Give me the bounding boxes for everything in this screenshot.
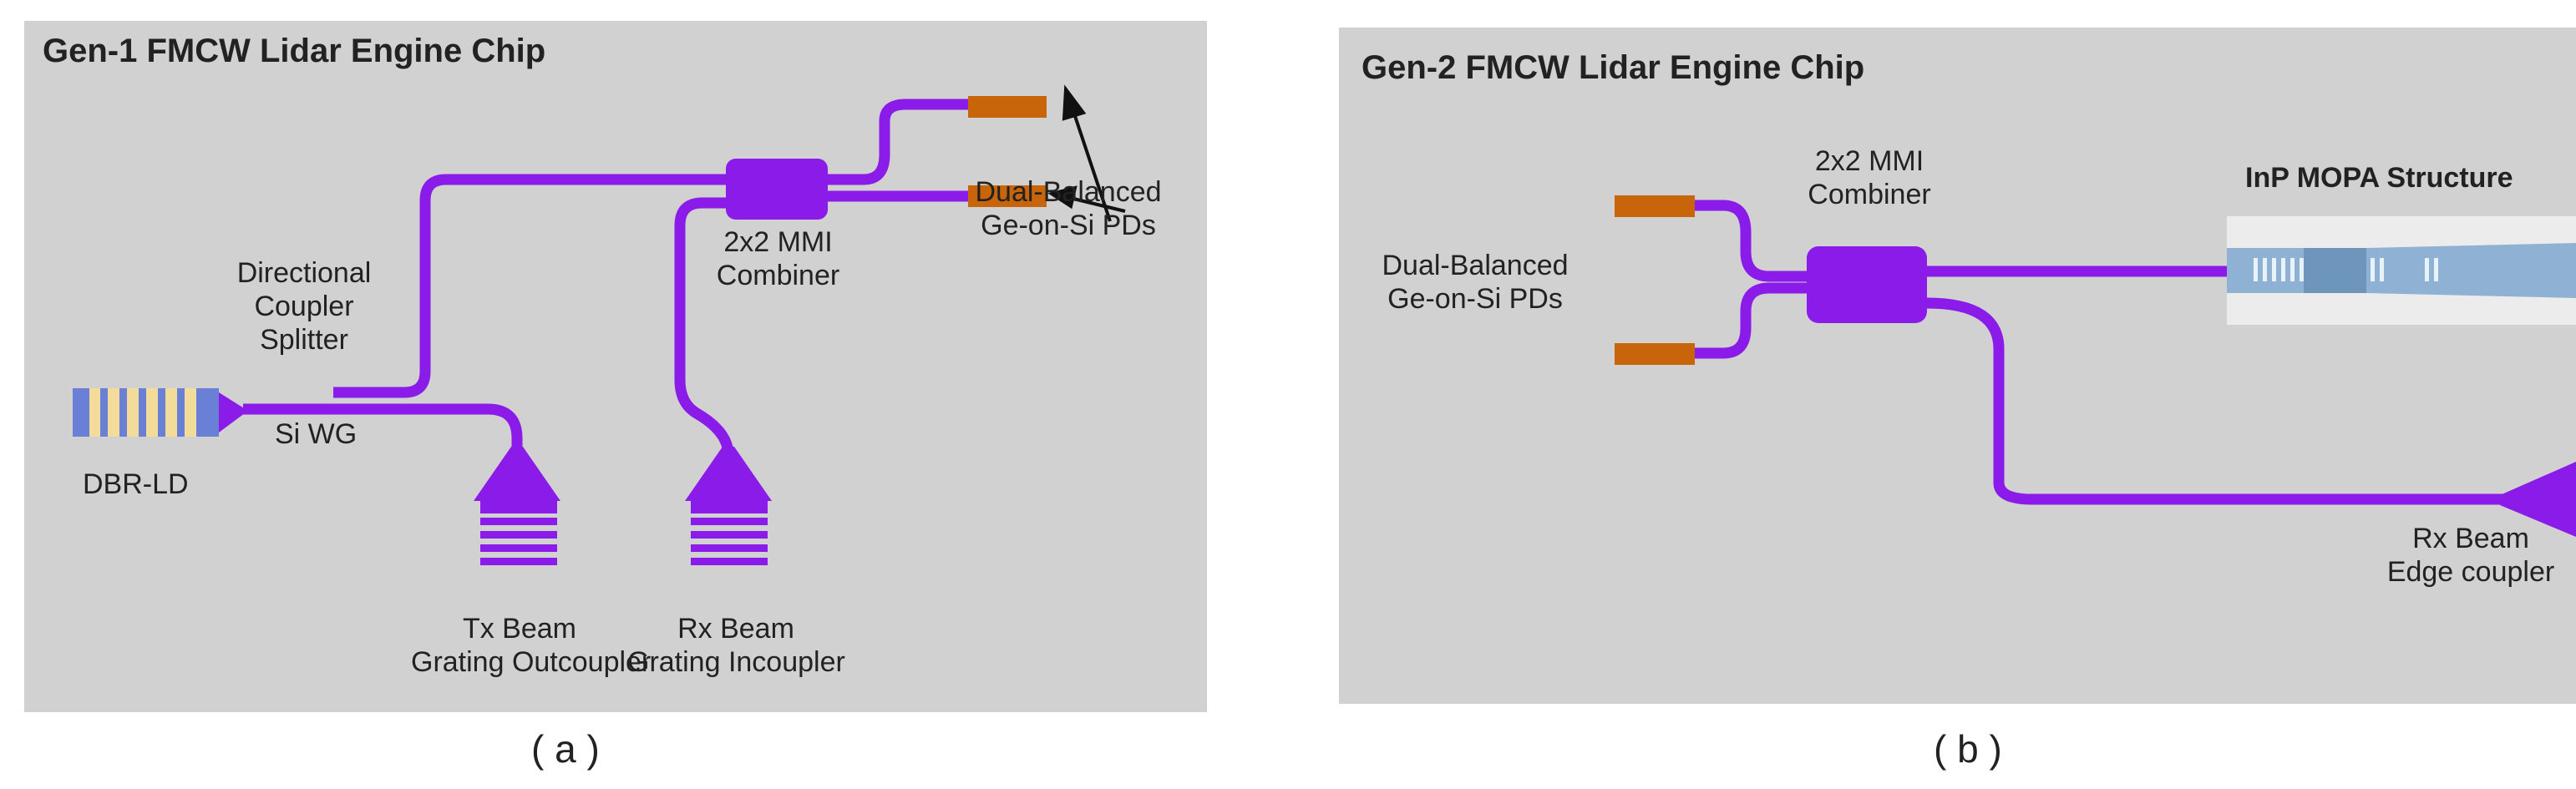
- mopa-label: InP MOPA Structure: [2245, 162, 2513, 194]
- panel-gen1: Gen-1 FMCW Lidar Engine Chip Directional…: [24, 21, 1207, 712]
- tx-grating-outcoupler: [474, 447, 560, 565]
- photodiodes-label: Dual-Balanced Ge-on-Si PDs: [1382, 250, 1569, 315]
- rx-grating-incoupler: [685, 447, 772, 565]
- arrow-to-photodiode-top: [1071, 108, 1112, 222]
- photodiode-bottom: [1615, 343, 1695, 365]
- dbr-laser: [73, 388, 248, 437]
- pd-top-to-mmi-waveguide: [1695, 200, 1807, 282]
- mmi-combiner: [726, 159, 828, 220]
- gen2-chip-diagram: [1615, 195, 2576, 537]
- photodiode-top: [968, 96, 1047, 118]
- mmi-to-rx-waveguide: [674, 197, 734, 456]
- inp-mopa-structure: [2227, 216, 2576, 325]
- dbr-ld-label: DBR-LD: [83, 468, 189, 500]
- mmi-combiner: [1807, 246, 1927, 323]
- rx-beam-label: Rx Beam Edge coupler: [2386, 523, 2555, 588]
- directional-coupler-label: Directional Coupler Splitter: [236, 257, 372, 356]
- si-waveguide-label: Si WG: [275, 418, 357, 450]
- caption-b: ( b ): [1934, 727, 2002, 771]
- mmi-to-pd-top-waveguide: [828, 99, 968, 185]
- mmi-to-edge-coupler-waveguide: [1926, 297, 2504, 505]
- gen1-chip-diagram: [73, 84, 1126, 565]
- photodiodes-label: Dual-Balanced Ge-on-Si PDs: [975, 176, 1162, 241]
- arrow-to-photodiode-bottom: [1069, 196, 1126, 213]
- mmi-combiner-label: 2x2 MMI Combiner: [1808, 145, 1931, 210]
- mmi-combiner-label: 2x2 MMI Combiner: [716, 226, 840, 291]
- rx-beam-label: Rx Beam Grating Incoupler: [627, 613, 845, 678]
- tx-beam-label: Tx Beam Grating Outcoupler: [411, 613, 652, 678]
- caption-a: ( a ): [531, 727, 600, 771]
- rx-edge-coupler: [2500, 462, 2576, 537]
- panel-gen2: Gen-2 FMCW Lidar Engine Chip 2x2 MMI Com…: [1339, 28, 2576, 704]
- pd-bottom-to-mmi-waveguide: [1695, 282, 1807, 359]
- photodiode-top: [1615, 195, 1695, 217]
- si-waveguide: [243, 403, 523, 455]
- gen1-title: Gen-1 FMCW Lidar Engine Chip: [43, 33, 546, 69]
- directional-coupler-splitter: [333, 174, 726, 398]
- photodiode-bottom: [968, 185, 1047, 207]
- gen2-title: Gen-2 FMCW Lidar Engine Chip: [1362, 49, 1865, 86]
